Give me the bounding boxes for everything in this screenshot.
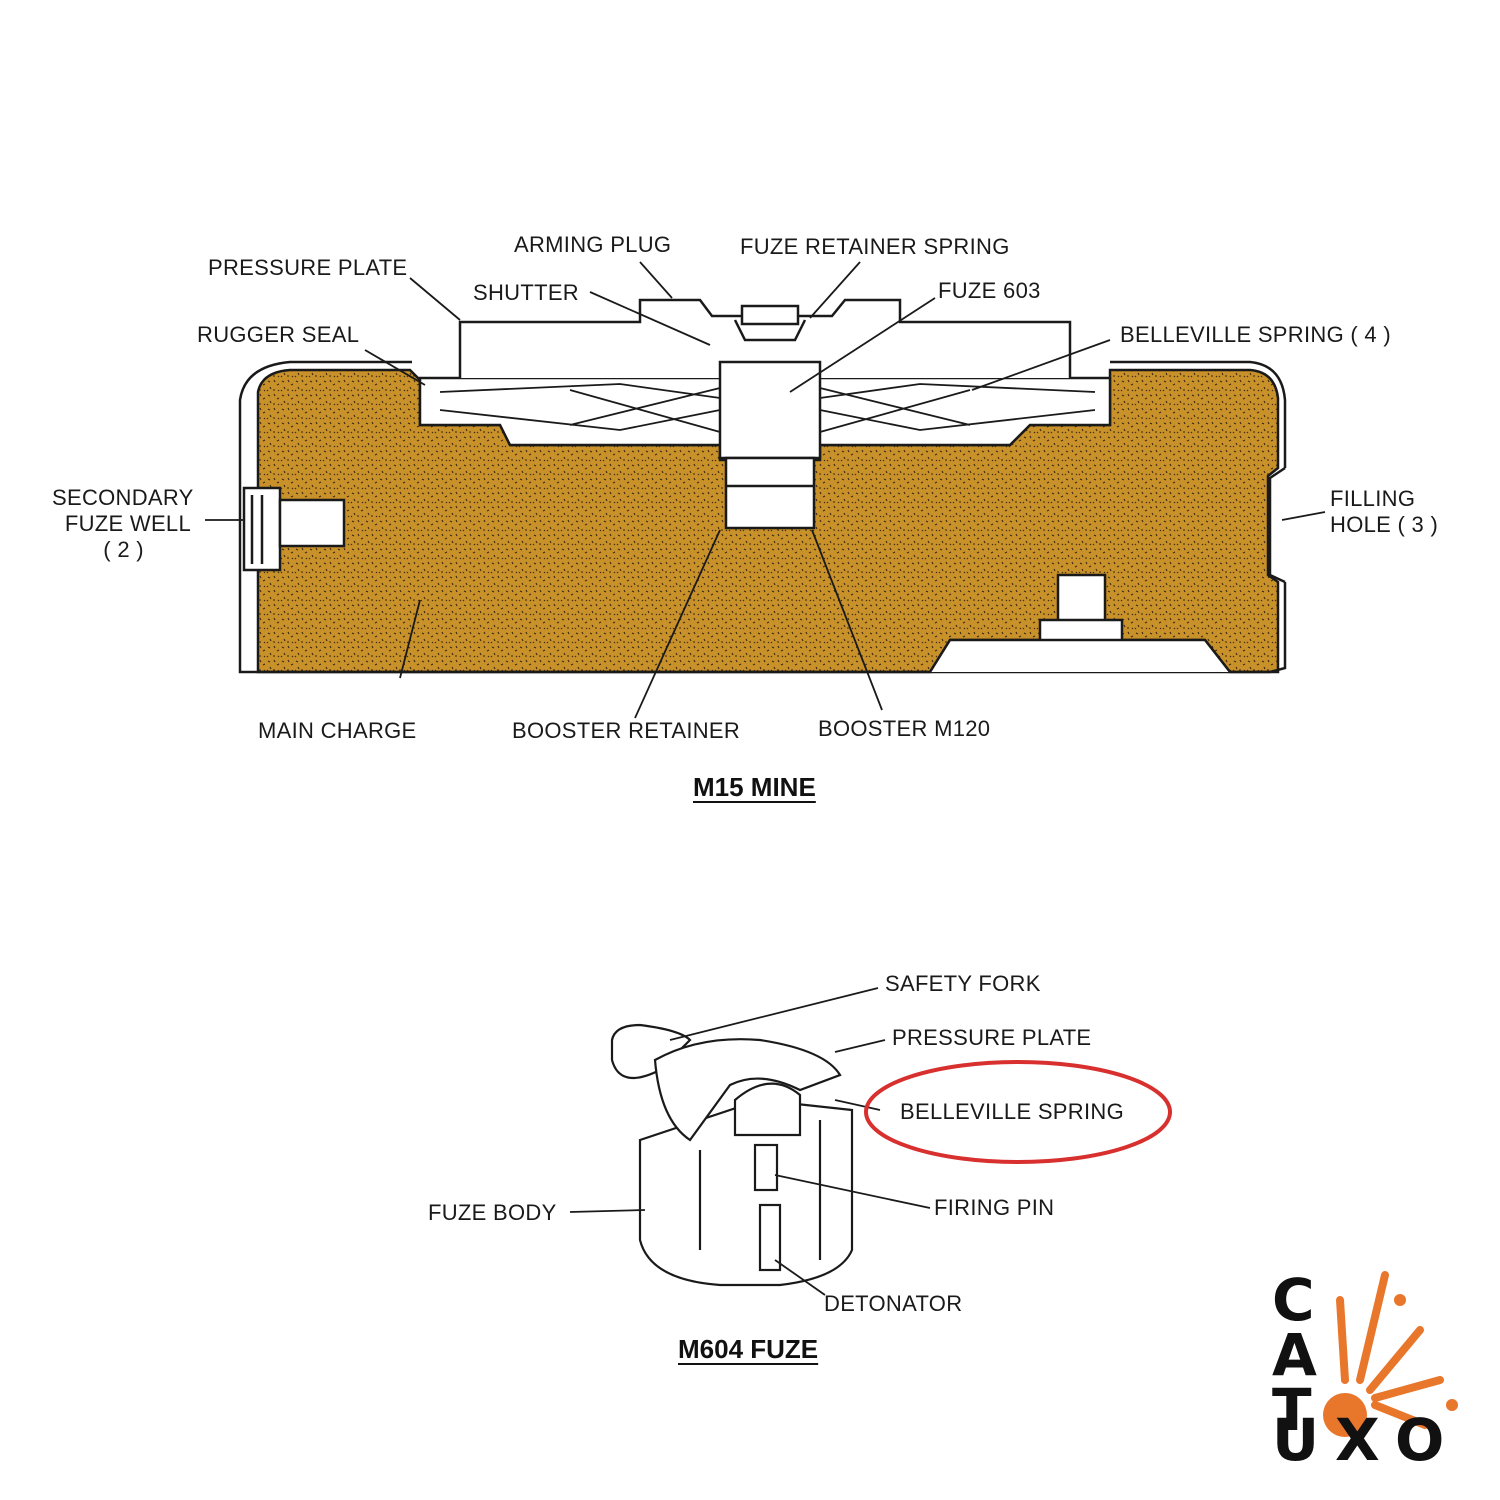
label-fuze-pressure-plate: PRESSURE PLATE <box>892 1025 1092 1050</box>
logo-letter-o: O <box>1395 1406 1445 1474</box>
label-safety-fork: SAFETY FORK <box>885 971 1041 996</box>
logo-letter-u: U <box>1272 1406 1320 1474</box>
logo-letter-c: C <box>1272 1266 1315 1334</box>
booster-retainer <box>724 456 816 530</box>
fuze-body-shape <box>638 1098 854 1287</box>
fuze-603 <box>718 360 822 460</box>
belleville-highlight-ring <box>864 1060 1172 1164</box>
m604-fuze-drawing <box>569 987 931 1296</box>
label-rugger-seal: RUGGER SEAL <box>197 322 360 347</box>
label-pressure-plate: PRESSURE PLATE <box>208 255 408 280</box>
label-main-charge: MAIN CHARGE <box>258 718 417 743</box>
logo-burst <box>1323 1271 1458 1437</box>
logo-letter-a: A <box>1272 1321 1317 1389</box>
filling-hole <box>1268 466 1286 584</box>
label-booster-m120: BOOSTER M120 <box>818 716 991 741</box>
label-secondary-fuze-well: SECONDARY FUZE WELL ( 2 ) <box>52 485 194 562</box>
mine-casing <box>238 360 1287 674</box>
fuze-leader-lines <box>569 987 931 1296</box>
label-fuze-603: FUZE 603 <box>938 278 1041 303</box>
logo-letter-x: X <box>1335 1406 1380 1474</box>
m15-mine-title: M15 MINE <box>693 772 816 802</box>
m604-fuze-title: M604 FUZE <box>678 1334 819 1364</box>
label-fuze-retainer-spring: FUZE RETAINER SPRING <box>740 234 1010 259</box>
safety-fork-shape <box>610 1023 692 1080</box>
label-arming-plug: ARMING PLUG <box>514 232 672 257</box>
mine-leader-lines <box>205 261 1326 719</box>
label-firing-pin: FIRING PIN <box>934 1195 1055 1220</box>
label-fuze-body: FUZE BODY <box>428 1200 557 1225</box>
firing-pin-shape <box>753 1143 779 1192</box>
label-fuze-belleville-spring: BELLEVILLE SPRING <box>900 1099 1124 1124</box>
belleville-springs <box>439 383 1096 433</box>
logo-letter-t: T <box>1272 1376 1312 1444</box>
label-shutter: SHUTTER <box>473 280 579 305</box>
detonator-shape <box>758 1203 782 1272</box>
fuze-pressure-plate-shape <box>653 1038 842 1142</box>
m15-mine-drawing <box>205 261 1326 719</box>
label-detonator: DETONATOR <box>824 1291 963 1316</box>
label-booster-retainer: BOOSTER RETAINER <box>512 718 741 743</box>
label-belleville-spring-4: BELLEVILLE SPRING ( 4 ) <box>1120 322 1392 347</box>
label-filling-hole: FILLING HOLE ( 3 ) <box>1330 486 1439 537</box>
